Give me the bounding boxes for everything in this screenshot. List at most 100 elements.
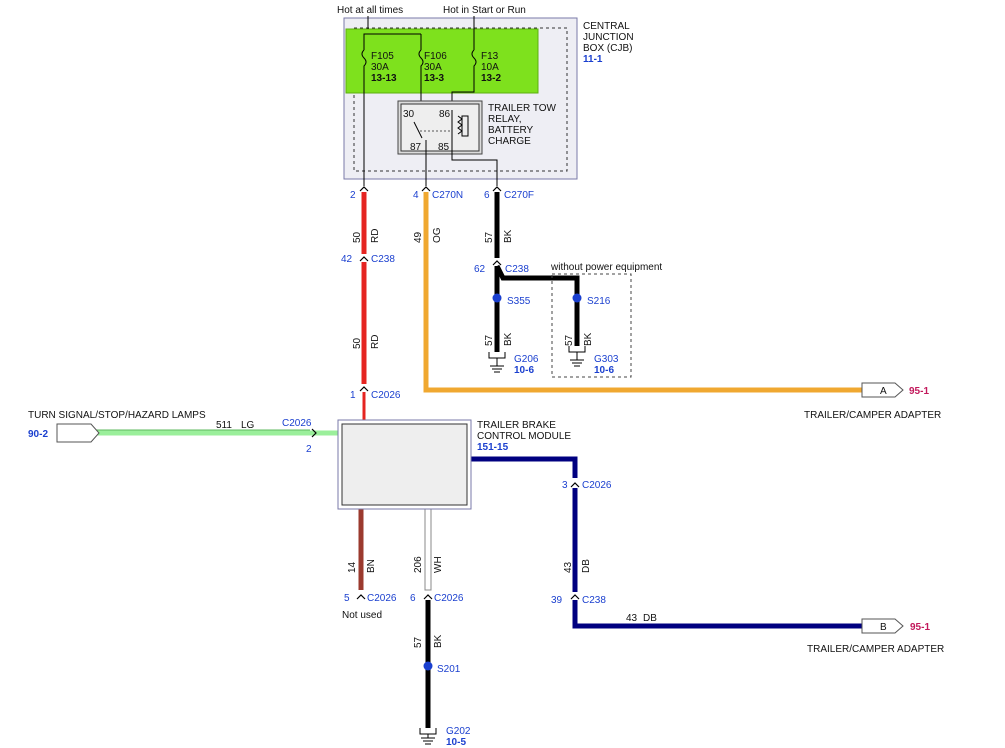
cjb-inner-frame <box>353 27 568 172</box>
option-box-no-power-equipment <box>551 273 632 378</box>
c238-bk-pin: 62 <box>474 264 486 275</box>
wire-49-og <box>423 192 862 393</box>
adapter-a-ref: 95-1 <box>909 386 929 397</box>
wire-db-lower-color: DB <box>643 613 657 624</box>
hot-start-run-label: Hot in Start or Run <box>443 5 526 16</box>
fuse-f13-rating: 10A <box>481 62 499 73</box>
tbcm-inner <box>341 423 468 506</box>
fuse-f106-rating: 30A <box>424 62 442 73</box>
wire-db-upper-circuit: 43 <box>563 561 574 573</box>
splice-s355-dot <box>492 293 502 303</box>
wire-bk-g303-circuit: 57 <box>564 334 575 346</box>
relay-coil-box <box>461 115 469 137</box>
wire-wh-color: WH <box>433 556 444 573</box>
wire-wh-circuit: 206 <box>413 556 424 573</box>
c2026-red-name: C2026 <box>371 390 401 401</box>
cjb-red-pin: 2 <box>350 190 356 201</box>
connector-c2026-lg <box>311 428 317 438</box>
ground-g206: G206 10-6 <box>488 352 539 376</box>
fuse-f105: F105 30A 13-13 <box>361 49 397 84</box>
connector-c2-cjb <box>359 186 369 192</box>
c270f-pin: 6 <box>484 190 490 201</box>
adapter-a: A 95-1 TRAILER/CAMPER ADAPTER <box>804 382 941 421</box>
fuse-f105-rating: 30A <box>371 62 389 73</box>
adapter-a-tag <box>861 382 904 398</box>
wire-bk-g206-color: BK <box>503 332 514 346</box>
relay-label-line4: CHARGE <box>488 136 531 147</box>
adapter-a-letter: A <box>880 386 887 397</box>
splice-s355-label: S355 <box>507 296 531 307</box>
relay-pin-87: 87 <box>410 142 422 153</box>
ground-g303-symbol <box>568 346 586 367</box>
c2026-bn-pin: 5 <box>344 593 350 604</box>
fuse-f106-name: F106 <box>424 51 447 62</box>
wire-206-wh <box>424 507 432 591</box>
splice-s201-label: S201 <box>437 664 461 675</box>
c270n-pin: 4 <box>413 190 419 201</box>
fuse-f105-name: F105 <box>371 51 394 62</box>
ground-g202: G202 10-5 <box>419 726 471 748</box>
not-used-label: Not used <box>342 610 382 621</box>
connector-c2026-wh <box>423 594 433 600</box>
tbcm-ref: 151-15 <box>477 442 509 453</box>
c238-db-name: C238 <box>582 595 606 606</box>
fuse-panel <box>345 28 539 94</box>
turn-signal-label: TURN SIGNAL/STOP/HAZARD LAMPS <box>28 410 206 421</box>
wire-db-lower-circuit: 43 <box>626 613 638 624</box>
wire-rd-upper-circuit: 50 <box>352 231 363 243</box>
wire-bk-g303-color: BK <box>583 332 594 346</box>
connector-c238-db <box>570 594 580 600</box>
wire-rd-lower-color: RD <box>370 335 381 349</box>
adapter-b-label: TRAILER/CAMPER ADAPTER <box>807 644 944 655</box>
ground-g206-ref: 10-6 <box>514 365 534 376</box>
wire-43-db-lower <box>572 600 862 629</box>
ground-g202-name: G202 <box>446 726 471 737</box>
relay-inner <box>400 103 480 152</box>
adapter-b-letter: B <box>880 622 887 633</box>
adapter-b-tag <box>861 618 904 634</box>
cjb-ref: 11-1 <box>583 54 603 65</box>
ground-g206-name: G206 <box>514 354 539 365</box>
connector-c238-red <box>359 256 369 262</box>
wire-bk-cjb-circuit: 57 <box>484 231 495 243</box>
c2026-wh-pin: 6 <box>410 593 416 604</box>
wire-lg-circuit: 511 <box>216 420 232 431</box>
fuse-f106-symbol <box>418 49 424 80</box>
relay-label-line1: TRAILER TOW <box>488 103 557 114</box>
relay-pin-86: 86 <box>439 109 451 120</box>
wire-og-circuit: 49 <box>413 231 424 243</box>
tbcm-title-line1: TRAILER BRAKE <box>477 420 556 431</box>
option-label: without power equipment <box>550 262 662 273</box>
wire-bk-g202-circuit: 57 <box>413 636 424 648</box>
cjb-title-line3: BOX (CJB) <box>583 43 632 54</box>
c238-red-name: C238 <box>371 254 395 265</box>
c2026-wh-name: C2026 <box>434 593 464 604</box>
c2026-lg-name: C2026 <box>282 418 312 429</box>
fuse-f106: F106 30A 13-3 <box>418 49 447 84</box>
cjb-title-line2: JUNCTION <box>583 32 634 43</box>
ground-g303-ref: 10-6 <box>594 365 614 376</box>
splice-s216-label: S216 <box>587 296 611 307</box>
splice-s216-dot <box>572 293 582 303</box>
connector-c2026-red <box>359 386 369 392</box>
splice-s201-dot <box>423 661 433 671</box>
c2026-lg-pin: 2 <box>306 444 312 455</box>
c2026-db-pin: 3 <box>562 480 568 491</box>
relay85-to-c270f <box>451 151 498 186</box>
connector-c270f <box>492 186 502 192</box>
ground-g303-name: G303 <box>594 354 619 365</box>
wire-og-color: OG <box>432 227 443 243</box>
wire-bk-g202-color: BK <box>433 634 444 648</box>
hot-always-label: Hot at all times <box>337 5 403 16</box>
fuse-f105-ref: 13-13 <box>371 73 397 84</box>
wire-bn-circuit: 14 <box>347 561 358 573</box>
connector-c2026-bn <box>356 594 366 600</box>
wire-bk-g206-circuit: 57 <box>484 334 495 346</box>
fuse-f13-name: F13 <box>481 51 499 62</box>
adapter-b: B 95-1 TRAILER/CAMPER ADAPTER <box>807 618 944 655</box>
fuse-f13-symbol <box>471 49 477 80</box>
wire-bk-cjb-color: BK <box>503 229 514 243</box>
connector-c2026-db <box>570 482 580 488</box>
c2026-red-pin: 1 <box>350 390 356 401</box>
tbcm-title-line2: CONTROL MODULE <box>477 431 571 442</box>
